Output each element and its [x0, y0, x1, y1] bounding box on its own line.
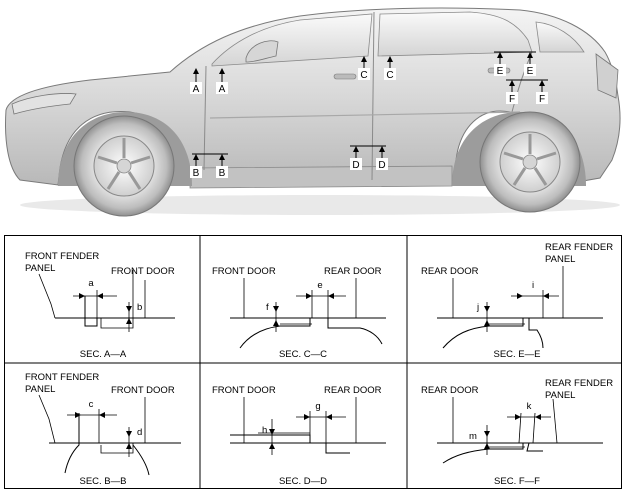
callout-C-right: C	[384, 56, 396, 81]
section-grid: FRONT FENDER PANEL FRONT DOOR a b SEC. A…	[4, 235, 622, 489]
sec-dd-right-label: REAR DOOR	[324, 385, 382, 396]
character-line	[209, 111, 521, 119]
svg-text:A: A	[219, 84, 226, 95]
callout-A-left: A	[190, 68, 202, 95]
quarter-window	[535, 21, 585, 53]
sec-ff-right-label-1: REAR FENDER	[545, 378, 613, 389]
callout-group: A A B B C C	[190, 51, 548, 179]
svg-text:D: D	[378, 160, 385, 171]
svg-text:D: D	[352, 160, 359, 171]
callout-B-right: B	[216, 154, 228, 179]
section-b-b: FRONT FENDER PANEL FRONT DOOR c d SEC. B…	[25, 372, 181, 487]
svg-text:F: F	[539, 94, 545, 105]
b-pillar-line	[371, 11, 375, 181]
side-mirror	[245, 40, 279, 63]
sec-aa-right-label: FRONT DOOR	[111, 266, 175, 277]
sec-ee-right-label-1: REAR FENDER	[545, 242, 613, 253]
rear-window	[377, 11, 533, 57]
section-a-a: FRONT FENDER PANEL FRONT DOOR a b SEC. A…	[25, 251, 175, 360]
callout-E-right: E	[524, 52, 536, 77]
taillight	[595, 53, 619, 99]
callout-D-right: D	[376, 146, 388, 171]
callout-F-right: F	[536, 80, 548, 105]
section-grid-svg: FRONT FENDER PANEL FRONT DOOR a b SEC. A…	[5, 236, 621, 488]
sec-ff-left-label: REAR DOOR	[421, 385, 479, 396]
section-c-c: FRONT DOOR REAR DOOR e f SEC. C—C	[212, 266, 386, 360]
sec-aa-title: SEC. A—A	[80, 349, 127, 360]
sec-ee-flush-label: j	[476, 302, 479, 313]
svg-text:A: A	[193, 84, 200, 95]
sec-cc-flush-label: f	[266, 302, 269, 313]
headlight	[11, 93, 77, 115]
sec-bb-right-label: FRONT DOOR	[111, 385, 175, 396]
sec-dd-gap-label: g	[315, 401, 320, 412]
sec-cc-gap-label: e	[317, 280, 322, 291]
front-door-handle	[333, 73, 357, 80]
sec-dd-flush-label: h	[262, 425, 267, 436]
sec-cc-left-label: FRONT DOOR	[212, 266, 276, 277]
sec-ee-left-label: REAR DOOR	[421, 266, 479, 277]
sec-aa-left-label-2: PANEL	[25, 263, 55, 274]
sec-ff-right-label-2: PANEL	[545, 390, 575, 401]
sec-ff-flush-label: m	[469, 431, 477, 442]
sec-aa-flush-label: b	[137, 302, 142, 313]
car-illustration: A A B B C C	[5, 7, 621, 217]
sec-bb-left-label-1: FRONT FENDER	[25, 372, 99, 383]
sec-bb-title: SEC. B—B	[80, 476, 127, 487]
sec-bb-flush-label: d	[137, 427, 142, 438]
svg-text:C: C	[386, 70, 393, 81]
front-wheel	[58, 112, 192, 217]
ground-shadow	[20, 195, 620, 215]
section-d-d: FRONT DOOR REAR DOOR g h SEC. D—D	[212, 385, 386, 487]
svg-text:B: B	[193, 168, 200, 179]
sec-bb-gap-label: c	[89, 399, 94, 410]
sec-ee-title: SEC. E—E	[494, 349, 541, 360]
sec-dd-left-label: FRONT DOOR	[212, 385, 276, 396]
sec-ff-title: SEC. F—F	[494, 476, 540, 487]
lower-cladding	[189, 165, 453, 189]
front-door-line	[203, 65, 207, 171]
sec-ff-gap-label: k	[527, 401, 532, 412]
callout-C-left: C	[358, 56, 370, 81]
section-e-e: REAR DOOR REAR FENDER PANEL i j SEC. E—E	[421, 242, 613, 360]
rear-wheel	[452, 111, 586, 213]
sec-bb-left-label-2: PANEL	[25, 384, 55, 395]
section-f-f: REAR DOOR REAR FENDER PANEL k m SEC. F—F	[421, 378, 613, 487]
sec-cc-title: SEC. C—C	[279, 349, 327, 360]
car-side-view: A A B B C C	[0, 0, 628, 230]
sec-dd-title: SEC. D—D	[279, 476, 327, 487]
svg-text:B: B	[219, 168, 226, 179]
sec-ee-right-label-2: PANEL	[545, 254, 575, 265]
svg-text:C: C	[360, 70, 367, 81]
callout-D-left: D	[350, 146, 362, 171]
sec-ee-gap-label: i	[532, 280, 534, 291]
sec-aa-gap-label: a	[88, 278, 94, 289]
rear-door-line	[511, 51, 533, 113]
callout-B-left: B	[190, 154, 202, 179]
svg-text:E: E	[497, 66, 504, 77]
callout-F-left: F	[506, 80, 518, 105]
svg-text:E: E	[527, 66, 534, 77]
sec-cc-right-label: REAR DOOR	[324, 266, 382, 277]
svg-text:F: F	[509, 94, 515, 105]
sec-aa-left-label-1: FRONT FENDER	[25, 251, 99, 262]
callout-A-right: A	[216, 68, 228, 95]
callout-E-left: E	[494, 52, 506, 77]
